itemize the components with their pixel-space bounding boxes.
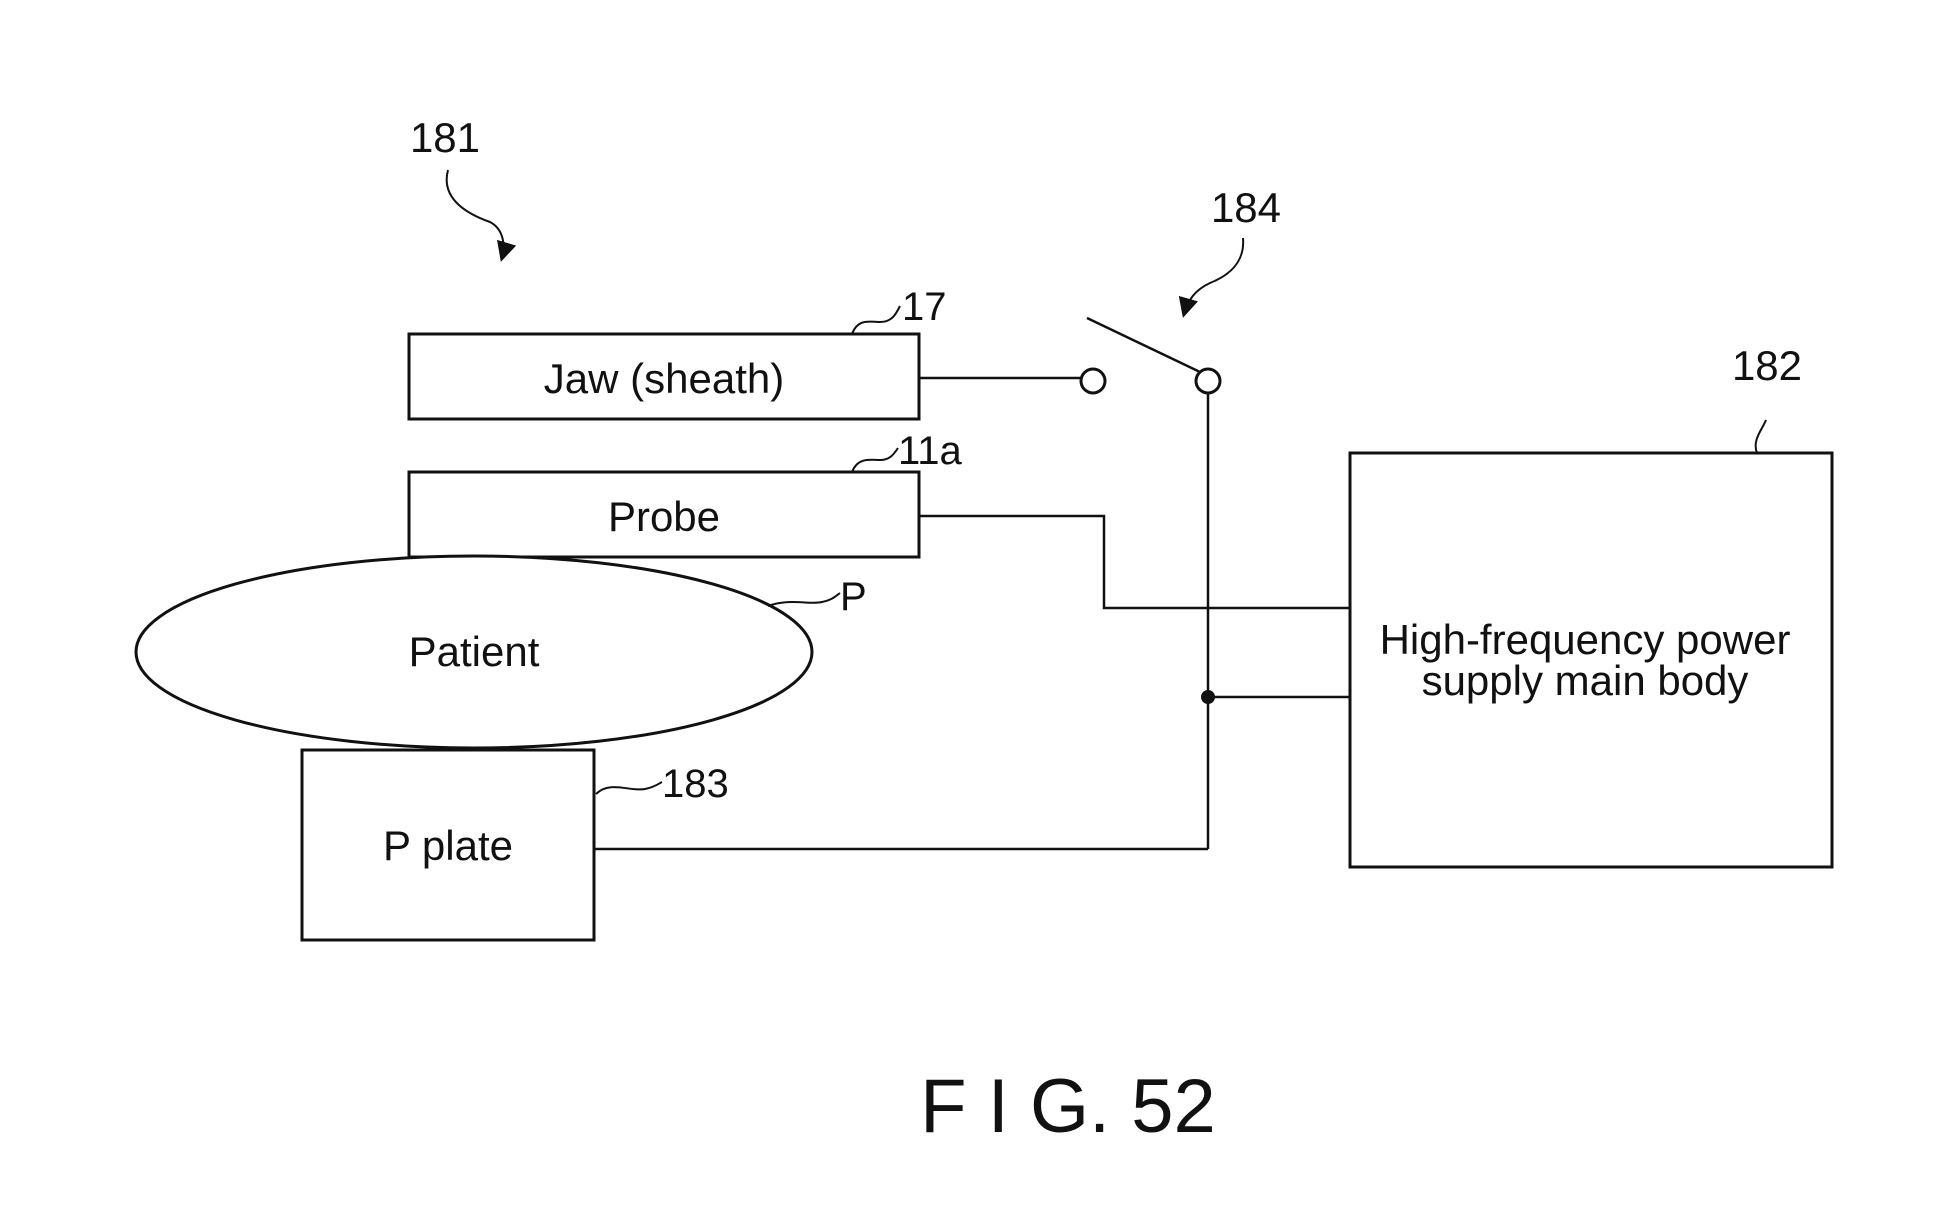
system-ref-label: 181 <box>410 114 480 161</box>
probe-ref-label: 11a <box>898 429 963 473</box>
patient-label: Patient <box>409 628 540 675</box>
figure-caption: F I G. 52 <box>920 1064 1216 1149</box>
power-supply-label-line2: supply main body <box>1422 657 1749 704</box>
power-supply-label-line1: High-frequency power <box>1380 616 1791 663</box>
p-plate-label: P plate <box>383 822 513 869</box>
jaw-ref-label: 17 <box>902 285 947 329</box>
power-supply-ref-leader <box>1756 420 1766 453</box>
patient-ref-leader <box>768 593 840 606</box>
switch-blade <box>1087 318 1200 372</box>
probe-label: Probe <box>608 493 720 540</box>
probe-ref-leader <box>852 448 898 472</box>
jaw-label: Jaw (sheath) <box>544 355 784 402</box>
switch-terminal-left <box>1081 369 1105 393</box>
p-plate-ref-leader <box>596 782 662 794</box>
switch-ref-arrow <box>1184 238 1243 314</box>
system-ref-arrow <box>447 170 504 258</box>
wire-junction-dot <box>1201 690 1215 704</box>
power-supply-ref-label: 182 <box>1732 342 1802 389</box>
probe-to-power-wire <box>919 516 1350 608</box>
jaw-ref-leader <box>852 306 900 334</box>
patient-ref-label: P <box>840 575 867 619</box>
switch-ref-label: 184 <box>1211 184 1281 231</box>
p-plate-ref-label: 183 <box>662 762 729 806</box>
